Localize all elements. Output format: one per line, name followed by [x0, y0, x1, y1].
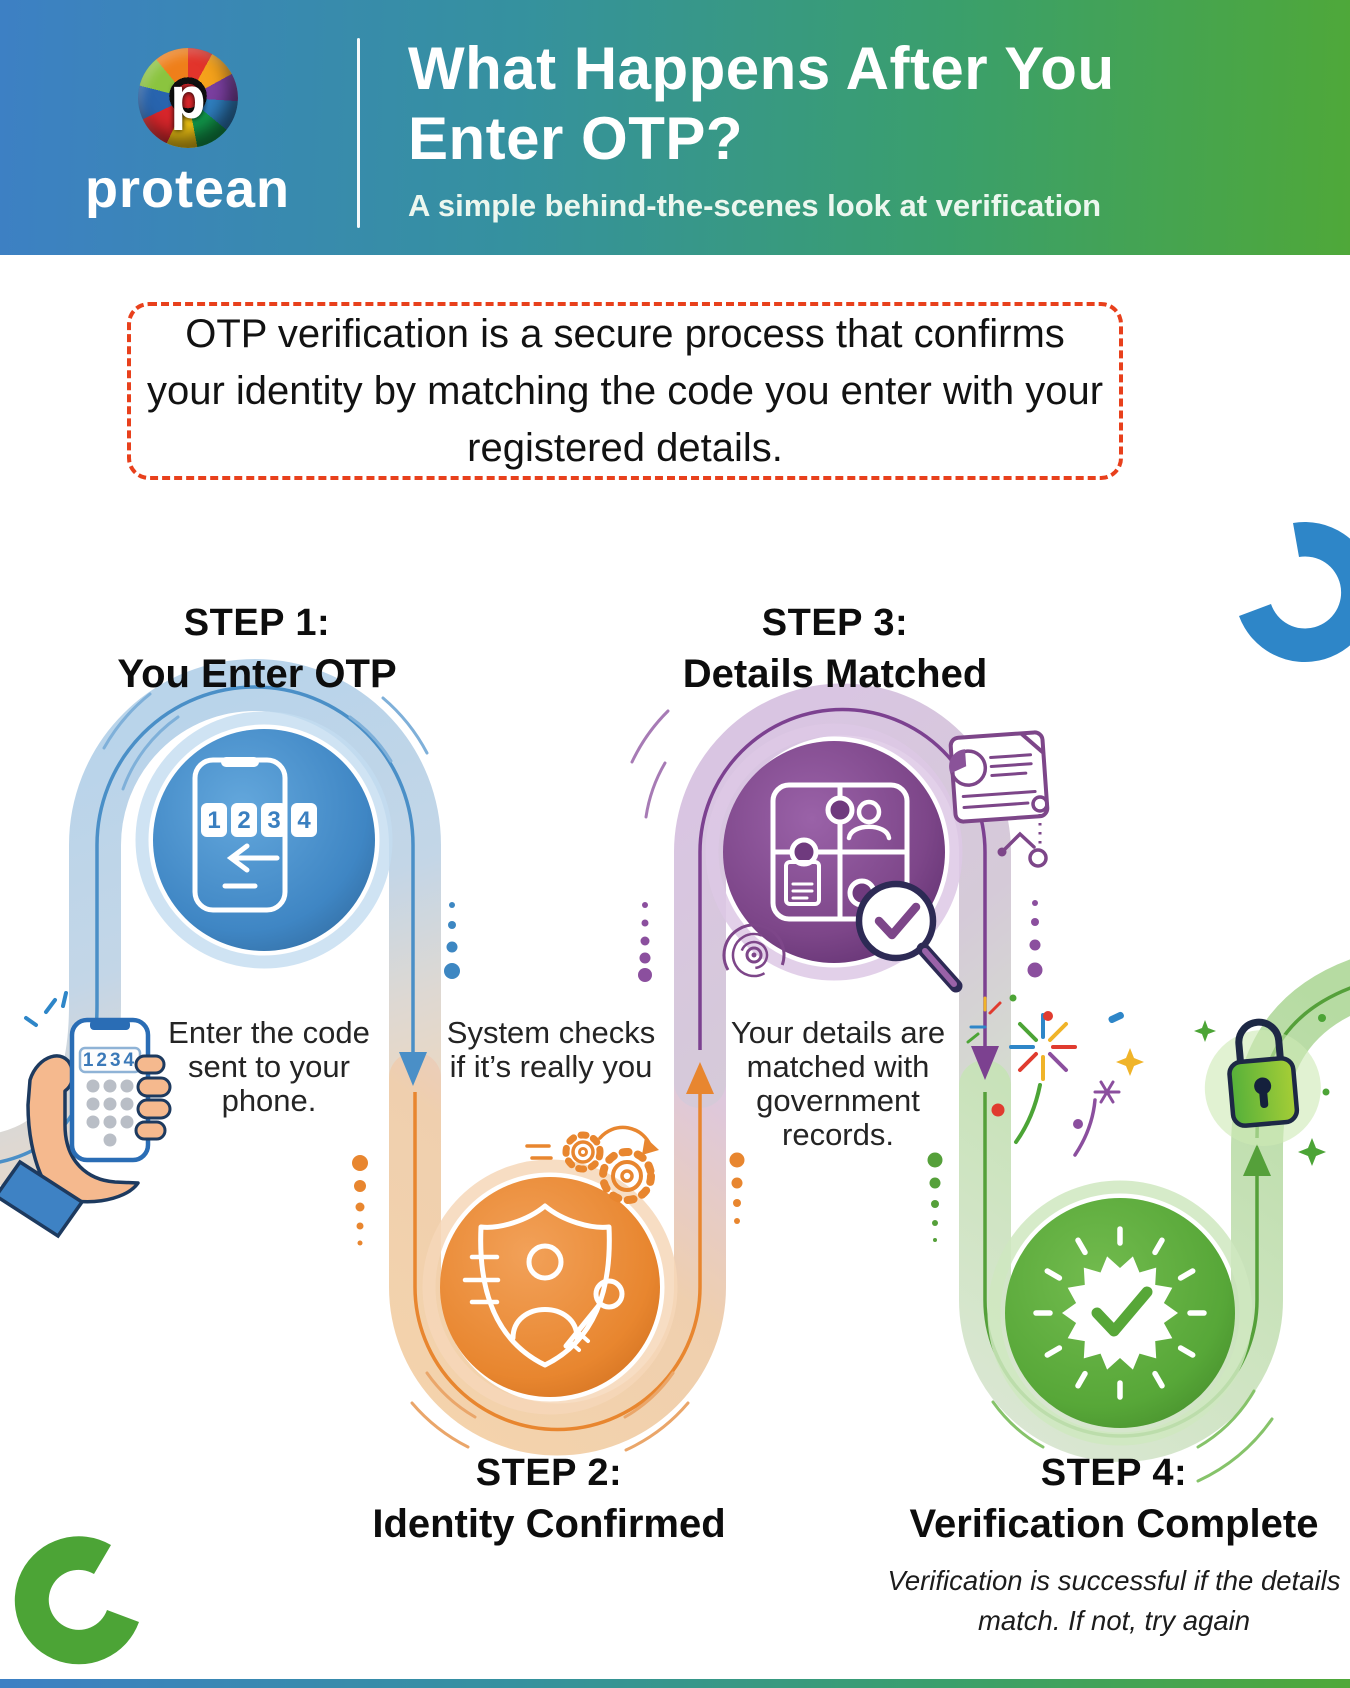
header-banner: p protean What Happens After You Enter O…: [0, 0, 1350, 255]
step3-heading: STEP 3: Details Matched: [655, 602, 1015, 697]
hand-phone-otp: 1234: [83, 1050, 137, 1071]
step2-circle: [422, 1159, 678, 1415]
protean-wordmark: protean: [84, 159, 291, 219]
green-crescent: [14, 1536, 139, 1665]
magnifier-check-icon: [855, 880, 963, 993]
trend-chart-icon: [997, 795, 1049, 868]
protean-logo: p protean: [80, 40, 295, 230]
arrow-up-orange: [686, 1062, 714, 1094]
spiral-icon: [722, 923, 786, 987]
phone-keypad-dots: [86, 1079, 134, 1147]
gears-icon: [525, 1125, 659, 1204]
step4-note: Verification is successful if the detail…: [887, 1565, 1341, 1636]
footer-strip: [0, 1679, 1350, 1688]
otp-digit-3: 3: [267, 807, 280, 834]
intro-callout: OTP verification is a secure process tha…: [127, 302, 1123, 480]
sleeve-cuff: [0, 1159, 85, 1239]
arrow-up-green: [1243, 1144, 1271, 1176]
page-subtitle: A simple behind-the-scenes look at verif…: [408, 188, 1102, 223]
step3-circle: [705, 723, 963, 993]
accent-arcs: [102, 692, 1274, 1483]
step4-label: STEP 4:: [1040, 1452, 1188, 1494]
header-divider: [357, 38, 360, 228]
step1-circle: 1 2 3 4: [135, 711, 393, 969]
step3-caption: Your details are matched with government…: [730, 1015, 946, 1152]
arrow-down-purple: [971, 1046, 999, 1080]
phone-otp-icon: 1 2 3 4: [192, 757, 317, 913]
blue-crescent: [1239, 522, 1350, 662]
padlock-icon: [1204, 1018, 1321, 1147]
step2-caption: System checks if it’s really you: [446, 1015, 656, 1084]
otp-digit-4: 4: [297, 807, 311, 834]
step4-title: Verification Complete: [909, 1502, 1319, 1546]
arrow-down-blue: [399, 1052, 427, 1086]
sparkles: [1009, 994, 1330, 1166]
step2-label: STEP 2:: [475, 1452, 623, 1494]
step2-title: Identity Confirmed: [372, 1502, 726, 1546]
step1-title: You Enter OTP: [117, 652, 397, 696]
otp-digit-2: 2: [237, 807, 250, 834]
dot-trails: [352, 900, 1043, 1246]
protean-globe-icon: p: [138, 48, 238, 148]
fireworks-icon: [966, 996, 1144, 1157]
shield-person-key-icon: [462, 1203, 625, 1368]
document-chart-icon: [948, 730, 1050, 824]
otp-digit-1: 1: [207, 807, 220, 834]
step1-label: STEP 1:: [183, 602, 331, 644]
page-title-line1: What Happens After You: [408, 35, 1115, 102]
badge-check-icon: [1033, 1226, 1207, 1400]
step3-label: STEP 3:: [761, 602, 909, 644]
hand-fingers: [134, 1054, 172, 1141]
step1-heading: STEP 1: You Enter OTP: [77, 602, 437, 697]
step4-heading: STEP 4: Verification Complete Verificati…: [879, 1452, 1349, 1641]
step4-circle: [987, 1180, 1253, 1446]
step3-title: Details Matched: [682, 652, 988, 696]
page-title: What Happens After You Enter OTP?: [408, 34, 1208, 174]
page-title-line2: Enter OTP?: [408, 105, 744, 172]
step1-caption: Enter the code sent to your phone.: [168, 1015, 370, 1118]
protean-p-mark: p: [170, 65, 206, 131]
hand-phone-illustration: 1234: [0, 991, 172, 1239]
intro-text: OTP verification is a secure process tha…: [146, 311, 1104, 470]
step2-heading: STEP 2: Identity Confirmed: [339, 1452, 759, 1547]
